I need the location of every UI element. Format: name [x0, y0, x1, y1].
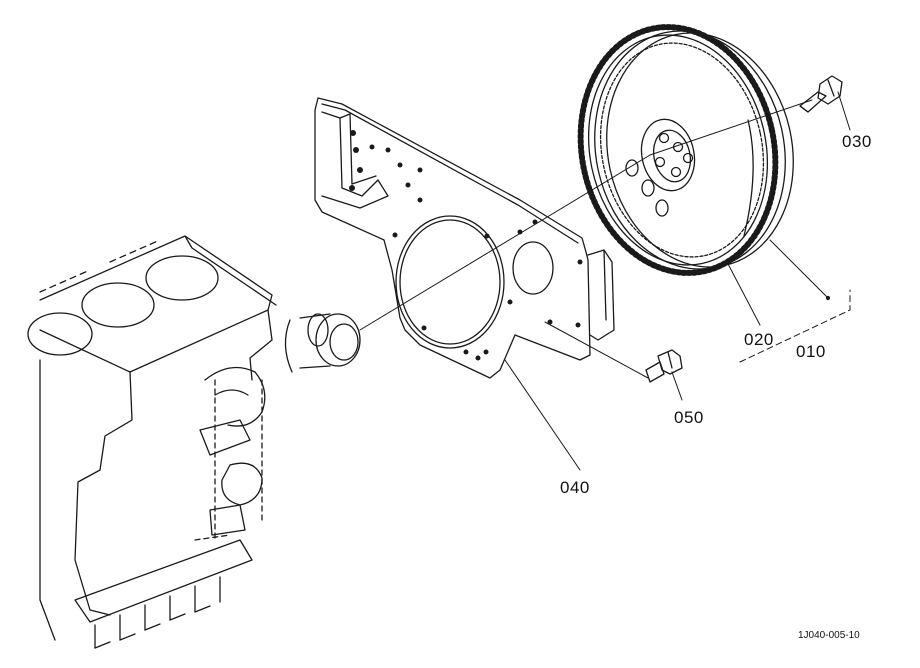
callout-010: 010	[796, 342, 826, 361]
callout-030: 030	[842, 132, 872, 151]
end-plate-drawing	[314, 97, 615, 379]
flywheel-bolt-drawing	[799, 75, 843, 113]
drawing-id-label: 1J040-005-10	[798, 630, 860, 641]
callout-020: 020	[744, 330, 774, 349]
plate-bolt-drawing	[645, 349, 683, 383]
callout-050: 050	[674, 408, 704, 427]
callout-040: 040	[560, 478, 590, 497]
flywheel-drawing	[577, 24, 794, 276]
leader-lines	[359, 91, 851, 471]
engine-block-drawing	[27, 235, 361, 649]
